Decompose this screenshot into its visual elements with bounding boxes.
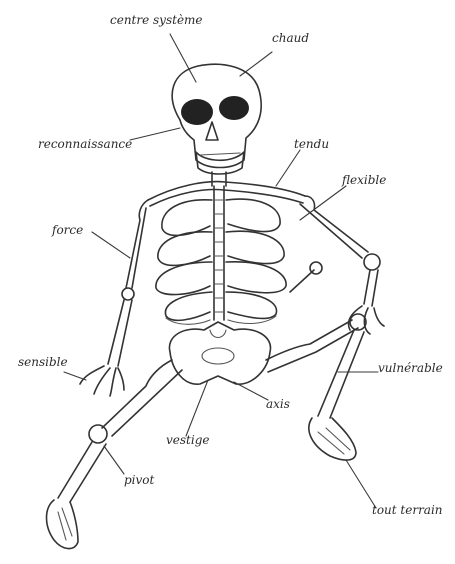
label-sensible: sensible	[18, 356, 68, 368]
label-centre-systeme: centre système	[110, 14, 203, 26]
right-leg	[266, 314, 366, 460]
label-pivot: pivot	[124, 474, 154, 486]
label-vestige: vestige	[166, 434, 209, 446]
left-foot	[47, 500, 79, 549]
left-arm	[80, 200, 148, 396]
left-leg	[47, 360, 183, 549]
label-reconnaissance: reconnaissance	[38, 138, 132, 150]
label-chaud: chaud	[272, 32, 309, 44]
label-flexible: flexible	[342, 174, 386, 186]
label-axis: axis	[266, 398, 290, 410]
left-hand	[80, 366, 124, 396]
label-force: force	[52, 224, 83, 236]
right-eye-socket	[219, 96, 249, 120]
spine	[214, 186, 224, 320]
label-tendu: tendu	[294, 138, 329, 150]
label-vulnerable: vulnérable	[378, 362, 443, 374]
right-foot	[309, 418, 356, 460]
rib-cage	[156, 199, 286, 324]
floating-bone	[290, 262, 322, 292]
label-tout-terrain: tout terrain	[372, 504, 443, 516]
left-eye-socket	[181, 99, 213, 125]
nose-cavity	[206, 122, 218, 140]
right-arm	[300, 196, 384, 334]
pelvis	[169, 322, 270, 384]
skull	[172, 64, 261, 174]
